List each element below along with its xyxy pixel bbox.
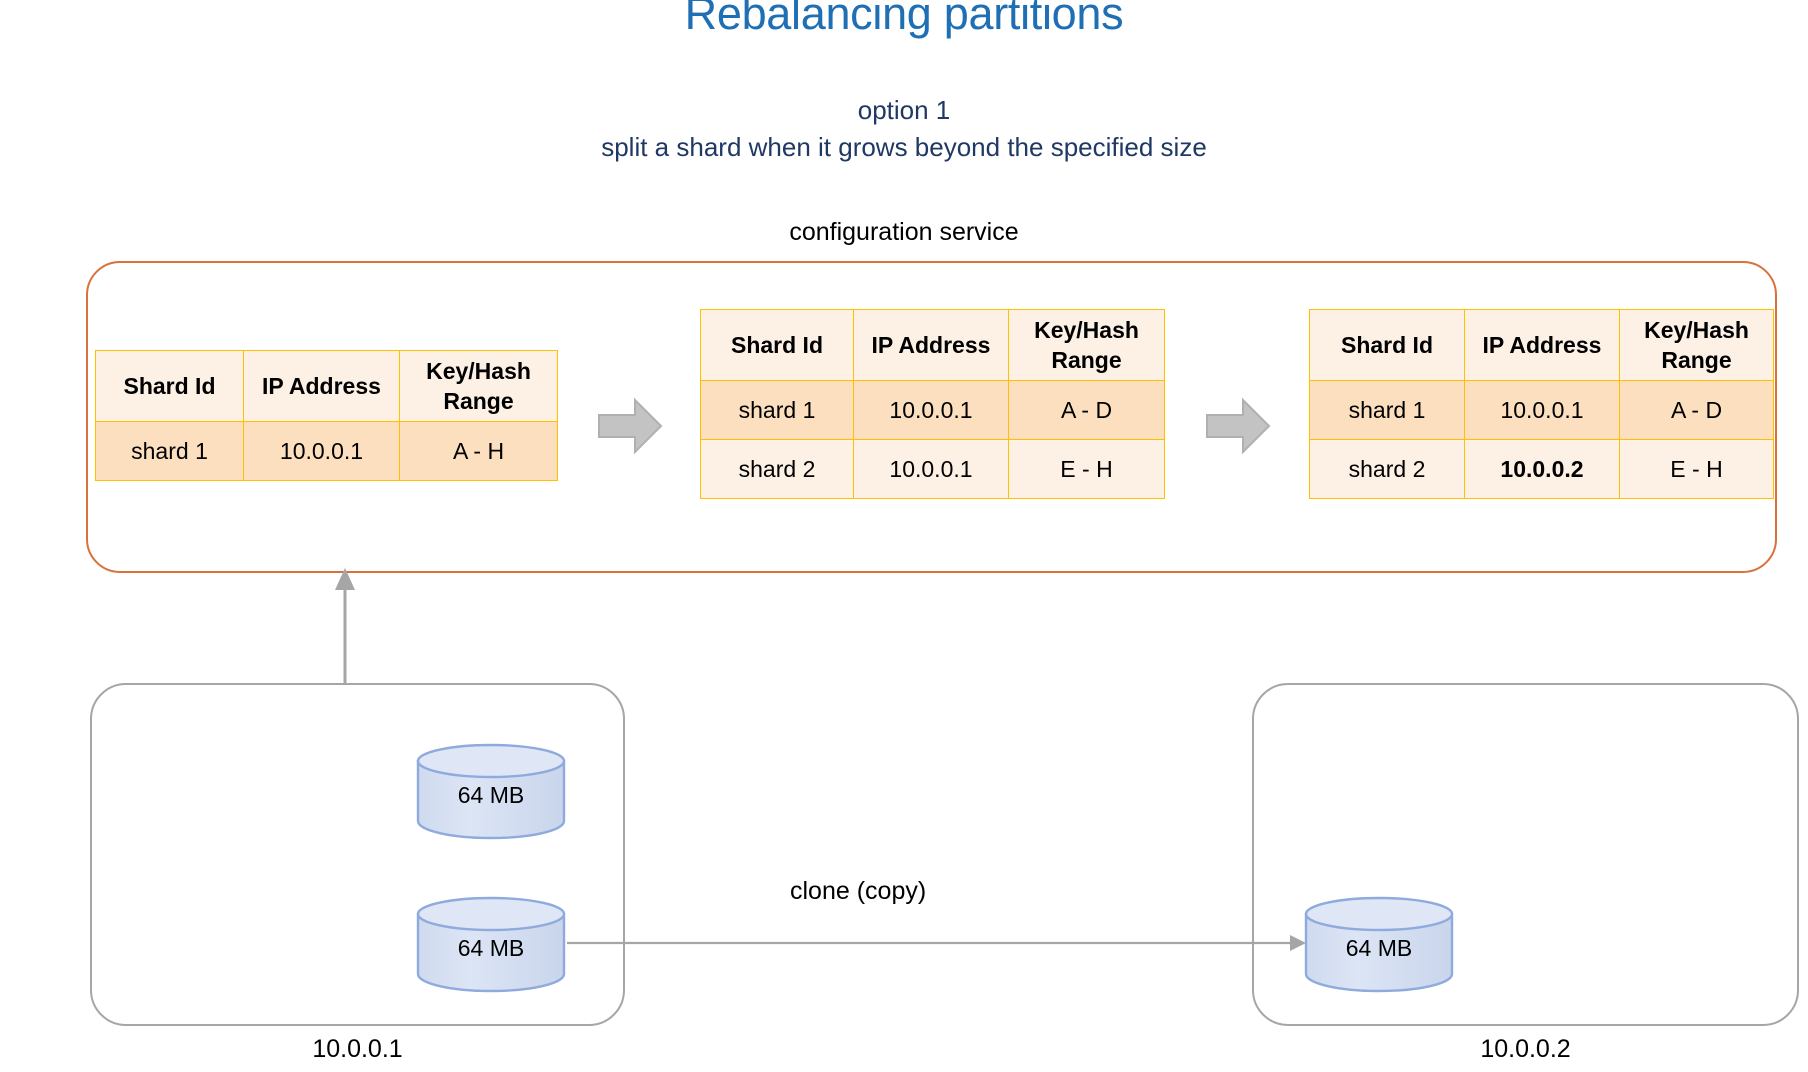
cell-shard-id: shard 2	[1309, 439, 1465, 499]
cell-key-hash-range: A - H	[399, 421, 558, 481]
cell-shard-id: shard 1	[700, 380, 854, 440]
cell-shard-id: shard 1	[1309, 380, 1465, 440]
cell-ip-address: 10.0.0.2	[1464, 439, 1620, 499]
clone-copy-label: clone (copy)	[790, 877, 927, 905]
page-title: Rebalancing partitions	[684, 0, 1124, 39]
subtitle-line-2: split a shard when it grows beyond the s…	[601, 132, 1207, 162]
block-arrow-right-icon	[597, 397, 663, 455]
table-row: shard 1 10.0.0.1 A - D	[700, 380, 1165, 440]
page-subtitle: option 1 split a shard when it grows beyo…	[0, 92, 1808, 166]
table-row: shard 1 10.0.0.1 A - D	[1309, 380, 1774, 440]
arrow-up-icon	[335, 568, 355, 683]
server-right-ip-label: 10.0.0.2	[1480, 1035, 1571, 1063]
column-header-ip-address: IP Address	[853, 309, 1009, 381]
cell-key-hash-range: A - D	[1619, 380, 1774, 440]
cell-key-hash-range: E - H	[1008, 439, 1165, 499]
key-hash-line-2: Range	[1051, 347, 1122, 373]
key-hash-line-1: Key/Hash	[1034, 317, 1139, 343]
database-cylinder-icon: 64 MB	[415, 742, 567, 840]
cell-ip-address: 10.0.0.1	[853, 380, 1009, 440]
subtitle-line-1: option 1	[857, 95, 951, 125]
table-row: shard 2 10.0.0.1 E - H	[700, 439, 1165, 499]
cell-key-hash-range: E - H	[1619, 439, 1774, 499]
table-row: shard 2 10.0.0.2 E - H	[1309, 439, 1774, 499]
cell-ip-address: 10.0.0.1	[243, 421, 400, 481]
database-size-label: 64 MB	[1345, 934, 1413, 961]
key-hash-line-1: Key/Hash	[1644, 317, 1749, 343]
database-cylinder-icon: 64 MB	[1303, 895, 1455, 993]
table-row: shard 1 10.0.0.1 A - H	[95, 421, 558, 481]
arrow-right-icon	[567, 935, 1306, 951]
server-node-right	[1252, 683, 1799, 1026]
server-node-left	[90, 683, 625, 1026]
cell-shard-id: shard 2	[700, 439, 854, 499]
cell-ip-address: 10.0.0.1	[1464, 380, 1620, 440]
column-header-shard-id: Shard Id	[700, 309, 854, 381]
column-header-shard-id: Shard Id	[95, 350, 244, 422]
column-header-shard-id: Shard Id	[1309, 309, 1465, 381]
key-hash-line-2: Range	[1661, 347, 1732, 373]
server-left-ip-label: 10.0.0.1	[312, 1035, 403, 1063]
database-cylinder-icon: 64 MB	[415, 895, 567, 993]
key-hash-line-2: Range	[443, 388, 514, 414]
configuration-service-container	[86, 261, 1777, 573]
cell-key-hash-range: A - D	[1008, 380, 1165, 440]
database-size-label: 64 MB	[457, 781, 525, 808]
block-arrow-right-icon	[1205, 397, 1271, 455]
configuration-service-label: configuration service	[789, 218, 1019, 246]
cell-ip-address: 10.0.0.1	[853, 439, 1009, 499]
column-header-ip-address: IP Address	[243, 350, 400, 422]
database-size-label: 64 MB	[457, 934, 525, 961]
cell-shard-id: shard 1	[95, 421, 244, 481]
column-header-ip-address: IP Address	[1464, 309, 1620, 381]
key-hash-line-1: Key/Hash	[426, 358, 531, 384]
